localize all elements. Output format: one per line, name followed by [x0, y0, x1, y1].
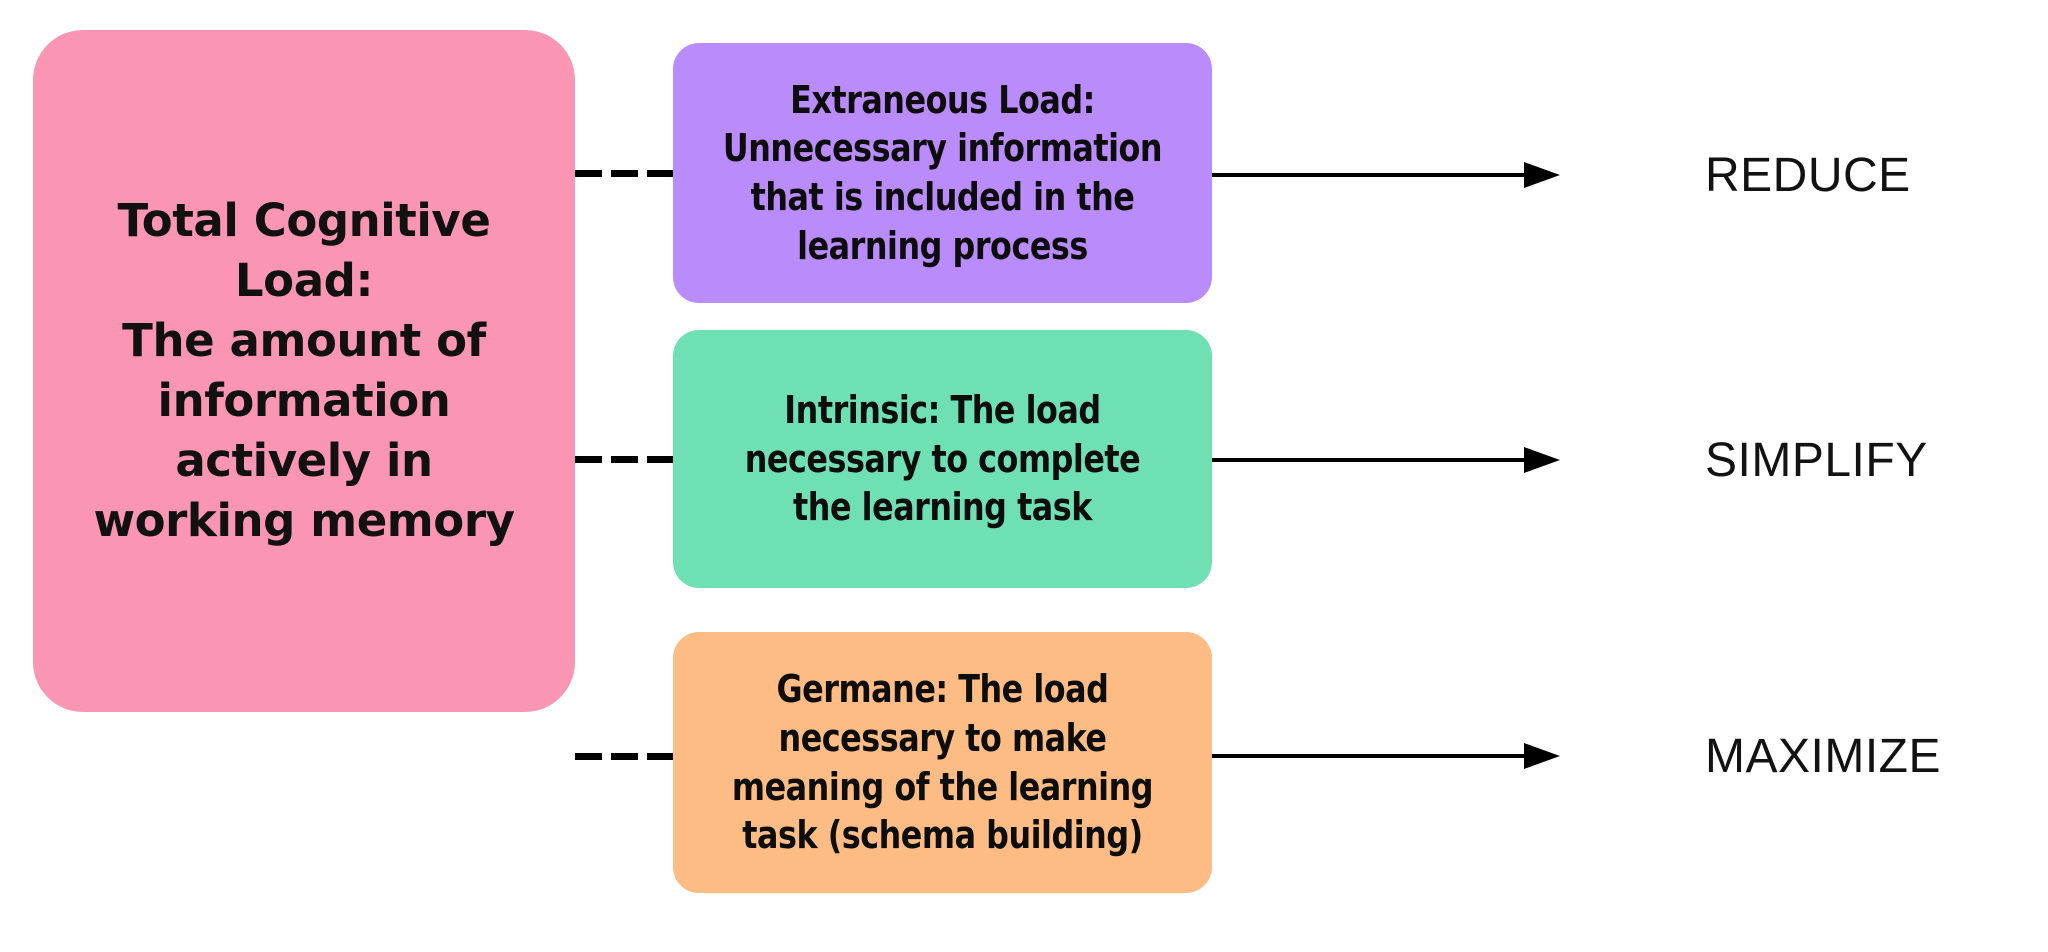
dash-segment	[647, 753, 674, 760]
node-extraneous-load[interactable]: Extraneous Load: Unnecessary information…	[673, 43, 1212, 303]
outcome-label-reduce: REDUCE	[1705, 149, 1911, 202]
arrow-to-simplify	[1212, 440, 1562, 480]
arrow-to-maximize	[1212, 736, 1562, 776]
outcome-label-simplify: SIMPLIFY	[1705, 434, 1928, 487]
dashed-connector-extraneous	[575, 170, 674, 177]
arrow-right-icon	[1212, 743, 1560, 769]
arrow-right-icon	[1212, 447, 1560, 473]
dash-segment	[575, 753, 602, 760]
dash-segment	[575, 170, 602, 177]
dash-segment	[575, 456, 602, 463]
dash-segment	[611, 170, 638, 177]
node-total-cognitive-load[interactable]: Total Cognitive Load: The amount of info…	[33, 30, 575, 712]
node-germane-load-label: Germane: The load necessary to make mean…	[731, 667, 1154, 858]
dash-segment	[647, 170, 674, 177]
node-total-cognitive-load-label: Total Cognitive Load: The amount of info…	[93, 194, 515, 547]
dashed-connector-germane	[575, 753, 674, 760]
dashed-connector-intrinsic	[575, 456, 674, 463]
dash-segment	[611, 456, 638, 463]
node-intrinsic-load[interactable]: Intrinsic: The load necessary to complet…	[673, 330, 1212, 588]
arrow-right-icon	[1212, 162, 1560, 188]
node-intrinsic-load-label: Intrinsic: The load necessary to complet…	[744, 388, 1141, 530]
dash-segment	[647, 456, 674, 463]
node-germane-load[interactable]: Germane: The load necessary to make mean…	[673, 632, 1212, 893]
outcome-label-maximize: MAXIMIZE	[1705, 730, 1942, 783]
node-extraneous-load-label: Extraneous Load: Unnecessary information…	[722, 77, 1163, 268]
arrow-to-reduce	[1212, 155, 1562, 195]
dash-segment	[611, 753, 638, 760]
